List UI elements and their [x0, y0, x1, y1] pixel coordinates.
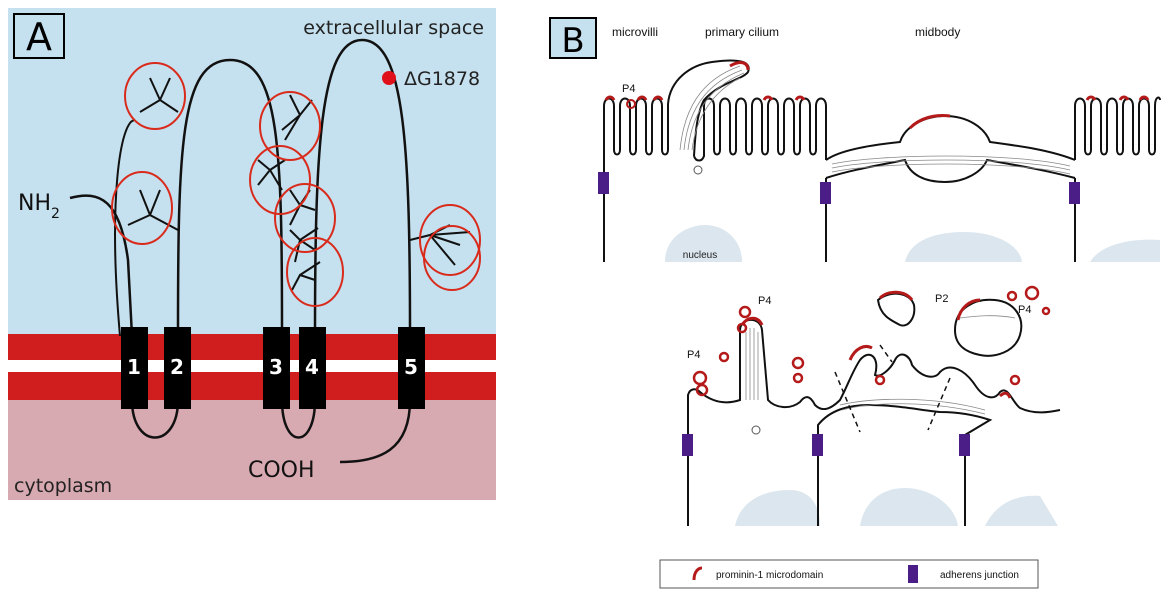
- bottom-membrane: [688, 294, 1060, 526]
- legend: prominin-1 microdomain adherens junction: [660, 560, 1038, 588]
- c-terminus-label: COOH: [248, 458, 315, 483]
- cilium-axoneme: [680, 66, 744, 150]
- microvilli-label: microvilli: [612, 25, 658, 39]
- panel-b-letter: B: [561, 21, 584, 61]
- mutation-dot: [382, 71, 396, 85]
- basal-body: [694, 166, 702, 174]
- adherens-junction: [812, 434, 823, 456]
- cilium-axoneme-bottom: [746, 316, 1015, 414]
- adherens-junction: [820, 182, 831, 204]
- p4-label-cilium: P4: [758, 295, 771, 307]
- junction-legend-swatch: [908, 565, 918, 583]
- adherens-junction: [959, 434, 970, 456]
- nucleus-label: nucleus: [683, 250, 717, 261]
- cytoplasm-label: cytoplasm: [14, 475, 112, 497]
- microvilli-right: [1075, 98, 1160, 160]
- adherens-junction: [598, 172, 609, 194]
- nucleus: [905, 232, 1022, 262]
- shed-vesicles: [694, 287, 1049, 395]
- tm-label-3: 3: [269, 355, 283, 379]
- p2-label: P2: [935, 293, 948, 305]
- primary-cilium-label: primary cilium: [705, 25, 779, 39]
- nucleus: [735, 490, 820, 526]
- mutation-label: ΔG1878: [404, 68, 480, 90]
- tm-label-2: 2: [170, 355, 184, 379]
- extracellular-label: extracellular space: [303, 17, 484, 39]
- bottom-schematic: P4 P4 P4 P2: [682, 287, 1060, 526]
- basal-body: [752, 426, 760, 434]
- panel-a: A extracellular space cytoplasm: [8, 8, 496, 500]
- top-schematic: nucleus: [598, 60, 1160, 262]
- tm-label-4: 4: [305, 355, 319, 379]
- nucleus: [985, 496, 1058, 526]
- midbody-label: midbody: [915, 25, 960, 39]
- tm-label-5: 5: [404, 355, 418, 379]
- p4-label-right: P4: [1018, 304, 1031, 316]
- nucleus: [860, 488, 958, 526]
- junction-legend-label: adherens junction: [940, 570, 1019, 581]
- tm-label-1: 1: [127, 355, 141, 379]
- p4-label-left: P4: [687, 349, 700, 361]
- midbody-microtubules: [832, 156, 1070, 174]
- adherens-junction: [1069, 182, 1080, 204]
- midbody-bridge: [826, 116, 1075, 182]
- adherens-junction: [682, 434, 693, 456]
- p4-label-top: P4: [622, 83, 635, 95]
- nucleus: [1090, 240, 1160, 262]
- microdomain-legend-label: prominin-1 microdomain: [716, 570, 823, 581]
- panel-b: B microvilli primary cilium midbody P4 n…: [550, 18, 1160, 588]
- panel-a-letter: A: [26, 15, 52, 59]
